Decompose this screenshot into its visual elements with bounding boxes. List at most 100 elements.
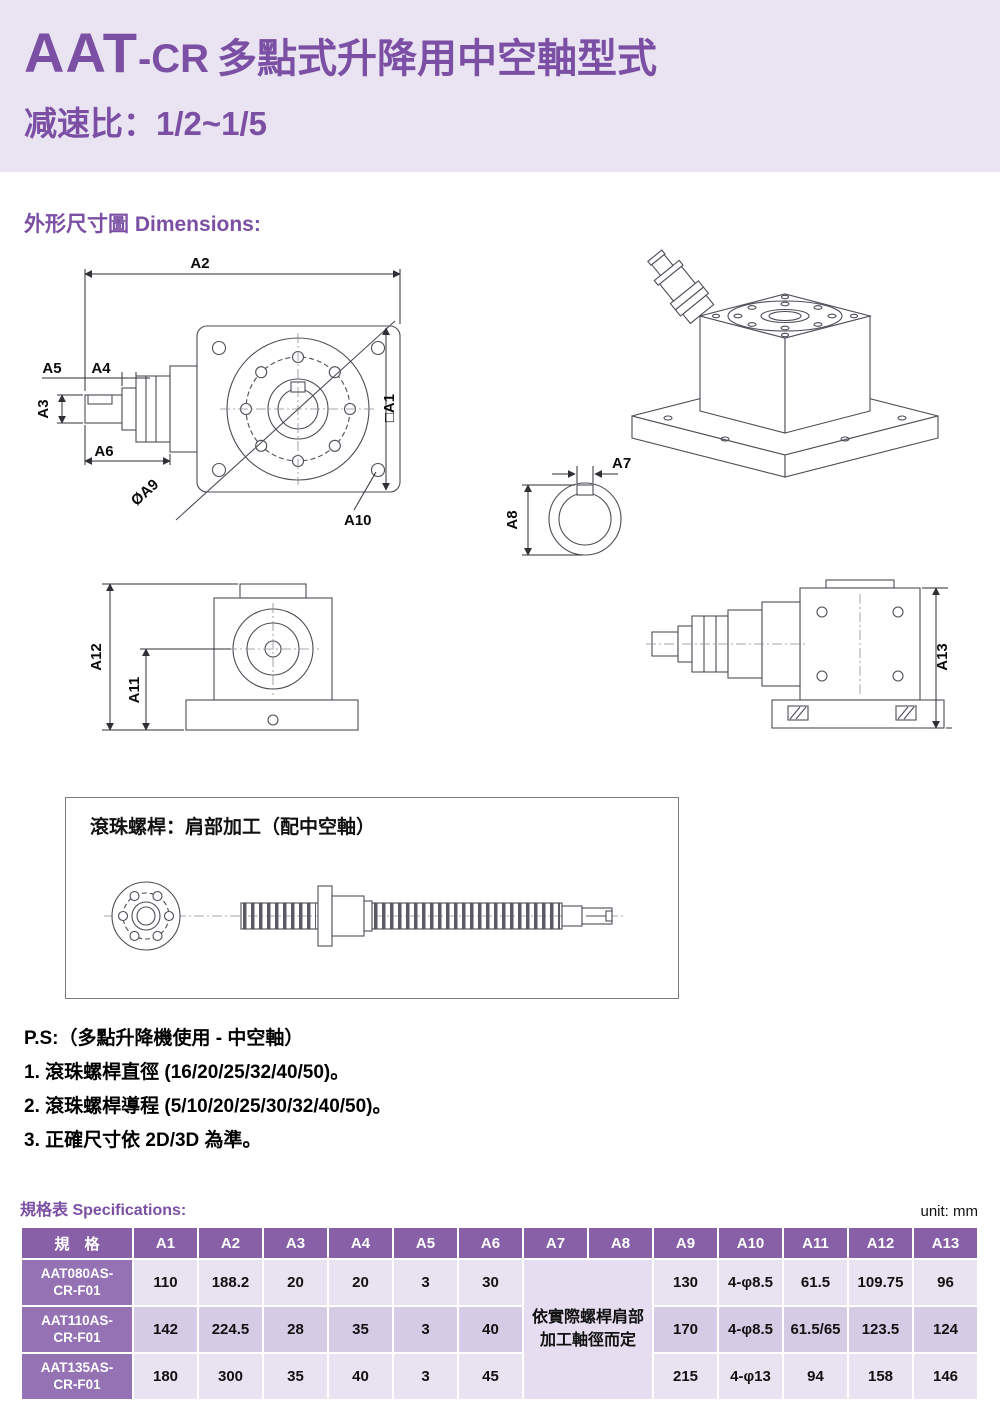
spec-header-a4: A4 — [327, 1226, 394, 1260]
spec-model-cell: AAT080AS- CR-F01 — [20, 1258, 134, 1307]
dim-label-a11: A11 — [126, 677, 143, 704]
spec-header-row: 規 格 A1 A2 A3 A4 A5 A6 A7 A8 A9 A10 A11 A… — [20, 1226, 979, 1260]
dim-label-a8: A8 — [504, 510, 521, 529]
spec-cell: 3 — [392, 1258, 459, 1307]
spec-header-a3: A3 — [262, 1226, 329, 1260]
dimension-drawings: A2 A5 A4 A3 A6 □A1 ØA9 A10 — [35, 249, 952, 731]
spec-cell: 180 — [132, 1352, 199, 1401]
spec-cell: 4-φ13 — [717, 1352, 784, 1401]
dim-label-a6: A6 — [94, 443, 113, 460]
spec-cell: 170 — [652, 1305, 719, 1354]
brand-title: AAT — [24, 21, 138, 84]
spec-cell: 142 — [132, 1305, 199, 1354]
spec-cell: 130 — [652, 1258, 719, 1307]
dim-label-a9: ØA9 — [128, 476, 162, 509]
spec-model-cell: AAT110AS- CR-F01 — [20, 1305, 134, 1354]
ps-note: P.S:（多點升降機使用 - 中空軸） — [24, 1028, 304, 1049]
side-view-left-drawing: A12 A11 — [88, 583, 359, 731]
spec-cell: 224.5 — [197, 1305, 264, 1354]
spec-cell: 30 — [457, 1258, 524, 1307]
spec-header-a9: A9 — [652, 1226, 719, 1260]
merged-line2: 加工軸徑而定 — [539, 1331, 636, 1349]
spec-cell: 35 — [262, 1352, 329, 1401]
spec-cell: 20 — [262, 1258, 329, 1307]
spec-cell: 61.5 — [782, 1258, 849, 1307]
spec-cell: 96 — [912, 1258, 979, 1307]
dim-label-a1: □A1 — [381, 394, 398, 422]
hollow-shaft-section-drawing: A7 A8 — [504, 455, 631, 556]
spec-header-a5: A5 — [392, 1226, 459, 1260]
page-title: 多點式升降用中空軸型式 — [217, 37, 658, 81]
spec-header-model: 規 格 — [20, 1226, 134, 1260]
model-line1: AAT080AS- — [40, 1265, 114, 1281]
spec-header-a11: A11 — [782, 1226, 849, 1260]
dimensions-section-label: 外形尺寸圖 Dimensions: — [24, 213, 261, 236]
spec-model-cell: AAT135AS- CR-F01 — [20, 1352, 134, 1401]
model-line2: CR-F01 — [53, 1282, 101, 1298]
spec-cell: 146 — [912, 1352, 979, 1401]
spec-cell: 20 — [327, 1258, 394, 1307]
spec-table-header-line: 規格表 Specifications: unit: mm — [20, 1196, 978, 1220]
spec-cell: 158 — [847, 1352, 914, 1401]
spec-row-aat135: AAT135AS- CR-F01 180 300 35 40 3 45 215 … — [20, 1352, 979, 1401]
note-item-2: 2. 滾珠螺桿導程 (5/10/20/25/30/32/40/50)。 — [24, 1096, 392, 1117]
front-view-dimensions — [42, 269, 401, 511]
spec-header-a12: A12 — [847, 1226, 914, 1260]
note-item-3: 3. 正確尺寸依 2D/3D 為準。 — [24, 1130, 262, 1151]
ballscrew-drawing — [104, 881, 626, 951]
isometric-view-drawing — [631, 249, 939, 478]
dim-label-a5: A5 — [42, 360, 61, 377]
spec-cell: 40 — [327, 1352, 394, 1401]
spec-cell: 124 — [912, 1305, 979, 1354]
front-view-drawing — [84, 320, 401, 521]
spec-cell: 35 — [327, 1305, 394, 1354]
model-line2: CR-F01 — [53, 1329, 101, 1345]
spec-cell: 3 — [392, 1305, 459, 1354]
spec-cell: 61.5/65 — [782, 1305, 849, 1354]
spec-row-aat080: AAT080AS- CR-F01 110 188.2 20 20 3 30 依實… — [20, 1258, 979, 1401]
spec-cell: 94 — [782, 1352, 849, 1401]
notes: P.S:（多點升降機使用 - 中空軸） 1. 滾珠螺桿直徑 (16/20/25/… — [24, 1022, 392, 1158]
spec-cell: 40 — [457, 1305, 524, 1354]
spec-cell: 3 — [392, 1352, 459, 1401]
spec-cell: 4-φ8.5 — [717, 1258, 784, 1307]
spec-cell: 45 — [457, 1352, 524, 1401]
model-line1: AAT110AS- — [41, 1312, 113, 1328]
spec-header-a2: A2 — [197, 1226, 264, 1260]
dim-label-a13: A13 — [934, 643, 951, 671]
ratio-subtitle: 减速比：1/2~1/5 — [24, 105, 268, 142]
dim-label-a10: A10 — [344, 512, 372, 529]
spec-cell: 123.5 — [847, 1305, 914, 1354]
spec-header-a13: A13 — [912, 1226, 979, 1260]
dim-label-a3: A3 — [35, 399, 52, 418]
note-item-1: 1. 滾珠螺桿直徑 (16/20/25/32/40/50)。 — [24, 1062, 350, 1083]
spec-merged-note: 依實際螺桿肩部 加工軸徑而定 — [522, 1258, 654, 1401]
model-line2: CR-F01 — [53, 1376, 101, 1392]
ballscrew-title: 滾珠螺桿：肩部加工（配中空軸） — [90, 817, 376, 838]
spec-cell: 300 — [197, 1352, 264, 1401]
spec-cell: 110 — [132, 1258, 199, 1307]
merged-line1: 依實際螺桿肩部 — [531, 1309, 644, 1327]
ballscrew-box: 滾珠螺桿：肩部加工（配中空軸） — [65, 797, 679, 999]
spec-cell: 28 — [262, 1305, 329, 1354]
spec-label: 規格表 Specifications: — [20, 1202, 187, 1219]
dim-label-a7: A7 — [612, 455, 631, 472]
spec-header-a6: A6 — [457, 1226, 524, 1260]
spec-cell: 188.2 — [197, 1258, 264, 1307]
dim-label-a12: A12 — [88, 643, 105, 671]
spec-row-aat110: AAT110AS- CR-F01 142 224.5 28 35 3 40 17… — [20, 1305, 979, 1354]
side-view-right-drawing: A13 — [646, 579, 952, 729]
spec-cell: 4-φ8.5 — [717, 1305, 784, 1354]
model-suffix: -CR — [137, 37, 210, 81]
spec-cell: 109.75 — [847, 1258, 914, 1307]
model-line1: AAT135AS- — [40, 1359, 114, 1375]
spec-table: 規 格 A1 A2 A3 A4 A5 A6 A7 A8 A9 A10 A11 A… — [20, 1226, 979, 1401]
spec-header-a10: A10 — [717, 1226, 784, 1260]
spec-cell: 215 — [652, 1352, 719, 1401]
spec-header-a1: A1 — [132, 1226, 199, 1260]
dim-label-a4: A4 — [91, 360, 111, 377]
spec-header-a7: A7 — [522, 1226, 589, 1260]
